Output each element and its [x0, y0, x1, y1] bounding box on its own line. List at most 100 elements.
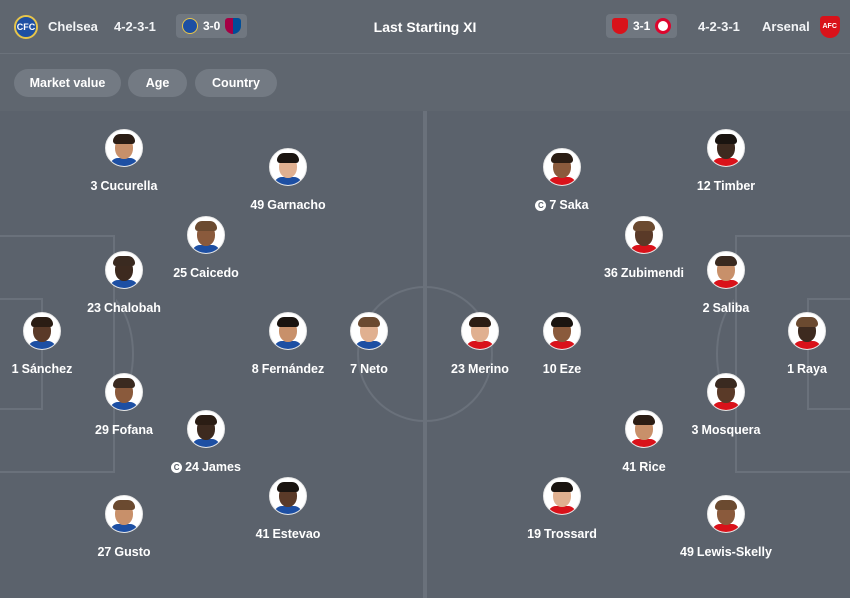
bayern-crest-icon [655, 18, 672, 34]
player-number: 3 [691, 423, 699, 437]
filter-market-value[interactable]: Market value [14, 69, 121, 97]
player-avatar [23, 312, 61, 350]
chelsea-crest-icon [182, 18, 198, 34]
away-team-name: Arsenal [762, 19, 810, 34]
player-name: Saliba [712, 301, 750, 315]
player-number: 36 [603, 266, 618, 280]
player-avatar [543, 477, 581, 515]
player-avatar [350, 312, 388, 350]
player-number: 25 [173, 266, 188, 280]
player-name: Estevao [272, 527, 321, 541]
chelsea-crest-icon: CFC [14, 14, 38, 39]
home-last-score: 3-0 [203, 19, 221, 33]
player-name: Eze [559, 362, 582, 376]
player-avatar [461, 312, 499, 350]
player-name: Fernández [261, 362, 325, 376]
player-name: Lewis-Skelly [696, 545, 772, 559]
home-last-match[interactable]: 3-0 [176, 14, 248, 38]
player-name: Trossard [544, 527, 597, 541]
home-team[interactable]: CFC Chelsea [14, 0, 98, 53]
player-avatar [543, 312, 581, 350]
arsenal-crest-icon: AFC [819, 15, 840, 38]
player-number: 19 [527, 527, 542, 541]
player-name: Mosquera [701, 423, 761, 437]
home-team-name: Chelsea [48, 19, 98, 34]
player-number: 12 [696, 179, 711, 193]
player-name: Sánchez [21, 362, 73, 376]
player-number: 7 [350, 362, 358, 376]
filter-age[interactable]: Age [128, 69, 187, 97]
away-team[interactable]: Arsenal AFC [762, 0, 840, 53]
player-avatar [788, 312, 826, 350]
away-last-score: 3-1 [633, 19, 651, 33]
player-name: Saka [559, 198, 589, 212]
player-number: 1 [787, 362, 795, 376]
player-name: Raya [797, 362, 827, 376]
match-header: CFC Chelsea 4-2-3-1 3-0 Last Starting XI… [0, 0, 850, 54]
player-name: Merino [467, 362, 509, 376]
player-number: 49 [250, 198, 265, 212]
player-avatar [105, 495, 143, 533]
player-avatar [269, 477, 307, 515]
player-avatar [105, 129, 143, 167]
player-avatar [187, 216, 225, 254]
player-avatar [707, 251, 745, 289]
home-penalty-box [0, 235, 115, 473]
player-number: 2 [702, 301, 710, 315]
captain-icon: C [535, 199, 547, 211]
player-number: 27 [97, 545, 112, 559]
filter-country[interactable]: Country [195, 69, 277, 97]
player-number: 23 [451, 362, 465, 376]
player-number: 10 [542, 362, 557, 376]
player-avatar [707, 373, 745, 411]
player-name: Rice [639, 460, 666, 474]
player-name: Fofana [111, 423, 153, 437]
player-name: Zubimendi [620, 266, 685, 280]
filter-bar: Market value Age Country [0, 54, 850, 111]
away-last-match[interactable]: 3-1 [606, 14, 678, 38]
player-avatar [707, 495, 745, 533]
captain-icon: C [171, 461, 183, 473]
player-number: 7 [549, 198, 557, 212]
player-name: Garnacho [267, 198, 326, 212]
player-avatar [105, 373, 143, 411]
player-number: 29 [95, 423, 109, 437]
